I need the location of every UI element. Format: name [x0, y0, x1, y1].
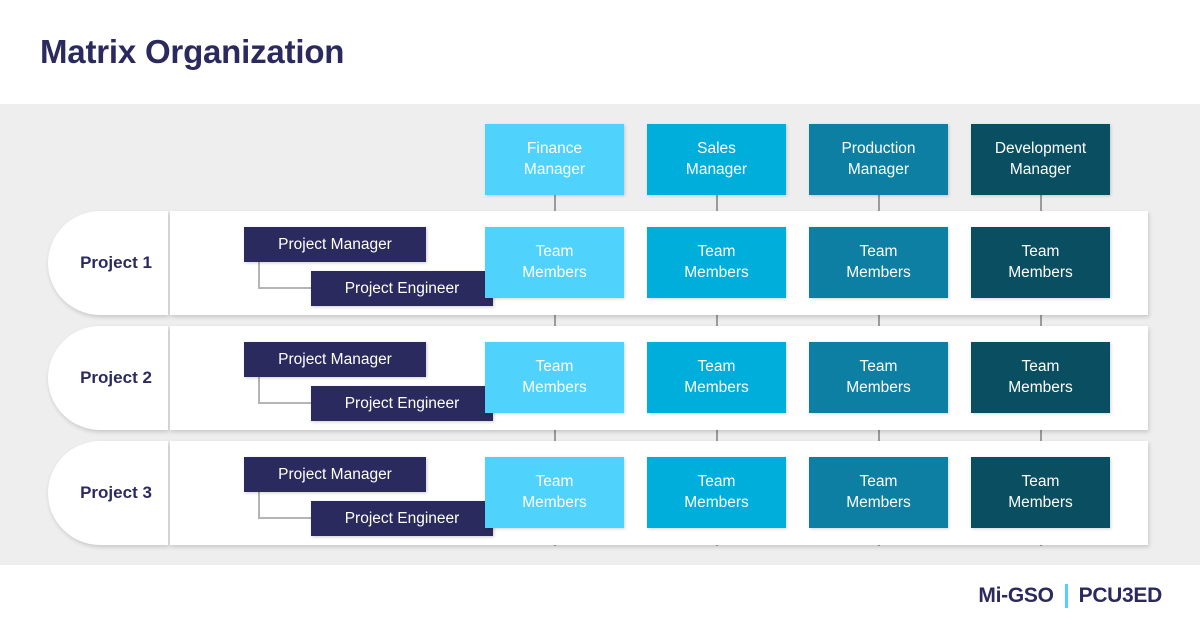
project-manager-box[interactable]: Project Manager	[244, 457, 426, 492]
manager-label-line1: Finance	[526, 140, 583, 158]
team-label-line2: Members	[1008, 263, 1073, 281]
role-connector-horizontal	[258, 517, 313, 519]
team-label-line1: Team	[697, 473, 736, 491]
role-connector-vertical	[258, 492, 260, 519]
brand-logo: Mi-GSO PCU3ED	[978, 583, 1162, 609]
team-label-line1: Team	[535, 243, 574, 261]
manager-label-line2: Manager	[685, 160, 748, 178]
project-pill-1[interactable]: Project 1	[48, 211, 168, 315]
project-pill-label: Project 2	[80, 368, 152, 387]
team-label-line2: Members	[684, 493, 749, 511]
project-engineer-box[interactable]: Project Engineer	[311, 271, 493, 306]
team-label-line1: Team	[535, 358, 574, 376]
title-bar: Matrix Organization	[0, 0, 1200, 104]
footer-bar: Mi-GSO PCU3ED	[0, 565, 1200, 628]
logo-pcubed-text: PCU3ED	[1078, 584, 1163, 607]
team-label-line2: Members	[1008, 378, 1073, 396]
project-pill-3[interactable]: Project 3	[48, 441, 168, 545]
logo-divider	[1064, 584, 1068, 608]
team-label-line2: Members	[684, 263, 749, 281]
page-title: Matrix Organization	[40, 33, 345, 70]
team-label-line2: Members	[522, 263, 587, 281]
role-connector-horizontal	[258, 402, 313, 404]
team-label-line1: Team	[1021, 358, 1060, 376]
team-label-line1: Team	[1021, 473, 1060, 491]
team-label-line1: Team	[535, 473, 574, 491]
project-engineer-box[interactable]: Project Engineer	[311, 386, 493, 421]
team-label-line2: Members	[522, 378, 587, 396]
team-label-line2: Members	[522, 493, 587, 511]
team-label-line2: Members	[846, 263, 911, 281]
team-label-line2: Members	[846, 378, 911, 396]
team-label-line2: Members	[684, 378, 749, 396]
team-label-line1: Team	[697, 243, 736, 261]
project-pill-label: Project 1	[80, 253, 152, 272]
project-manager-box[interactable]: Project Manager	[244, 342, 426, 377]
role-connector-vertical	[258, 377, 260, 404]
logo-migso-text: Mi-GSO	[978, 584, 1054, 607]
team-label-line2: Members	[846, 493, 911, 511]
manager-label-line2: Manager	[847, 160, 910, 178]
manager-label-line2: Manager	[523, 160, 586, 178]
manager-label-line1: Sales	[697, 140, 736, 158]
team-label-line1: Team	[859, 473, 898, 491]
team-label-line1: Team	[859, 243, 898, 261]
project-pill-label: Project 3	[80, 483, 152, 502]
manager-label-line1: Production	[841, 140, 916, 158]
team-label-line1: Team	[1021, 243, 1060, 261]
project-pill-2[interactable]: Project 2	[48, 326, 168, 430]
role-connector-vertical	[258, 262, 260, 289]
project-engineer-box[interactable]: Project Engineer	[311, 501, 493, 536]
role-connector-horizontal	[258, 287, 313, 289]
manager-label-line1: Development	[994, 140, 1087, 158]
team-label-line1: Team	[697, 358, 736, 376]
team-label-line2: Members	[1008, 493, 1073, 511]
manager-label-line2: Manager	[1009, 160, 1072, 178]
team-label-line1: Team	[859, 358, 898, 376]
project-manager-box[interactable]: Project Manager	[244, 227, 426, 262]
